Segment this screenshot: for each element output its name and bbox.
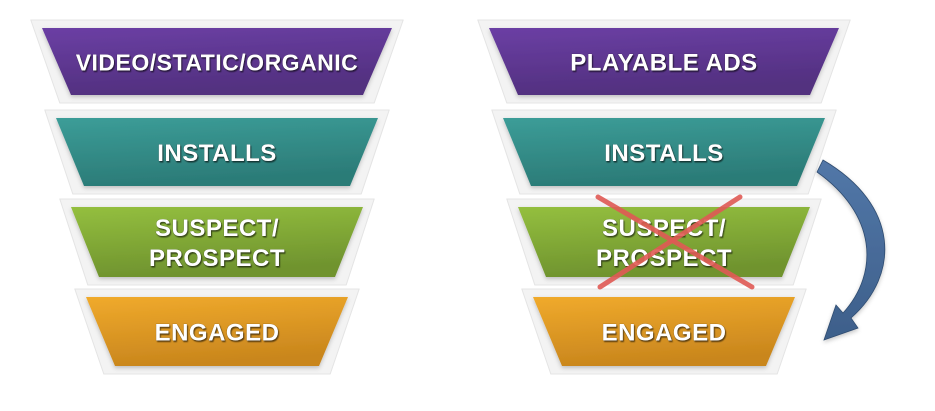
stage-label: PROSPECT	[596, 245, 732, 272]
funnel-left-stage-1: VIDEO/STATIC/ORGANIC	[42, 28, 392, 95]
funnel-right: PLAYABLE ADS INSTALLS SUSPECT/PROSPECT ENGA…	[489, 28, 839, 366]
stage-label: ENGAGED	[155, 320, 280, 347]
stage-label: INSTALLS	[604, 140, 724, 167]
funnel-left: VIDEO/STATIC/ORGANIC INSTALLS SUSPECT/PROS…	[42, 28, 392, 366]
cross-out-mark	[595, 194, 755, 290]
stage-label: PROSPECT	[149, 245, 285, 272]
funnel-left-stage-3: SUSPECT/PROSPECT	[71, 207, 363, 277]
stage-label: ENGAGED	[602, 320, 727, 347]
stage-shape	[42, 28, 392, 95]
stage-shape	[533, 297, 795, 366]
stage-shape	[489, 28, 839, 95]
cross-line-2	[597, 194, 743, 290]
stage-shape	[56, 118, 378, 186]
cross-line-1	[595, 194, 755, 290]
funnel-left-stage-4: ENGAGED	[86, 297, 348, 366]
funnel-right-stage-1: PLAYABLE ADS	[489, 28, 839, 95]
funnel-right-stage-3: SUSPECT/PROSPECT	[518, 207, 810, 277]
curved-skip-arrow-icon	[816, 159, 886, 341]
funnel-right-stage-4: ENGAGED	[533, 297, 795, 366]
funnel-right-stage-2: INSTALLS	[503, 118, 825, 186]
stage-label: INSTALLS	[157, 140, 277, 167]
stage-shape	[518, 207, 810, 277]
stage-label: VIDEO/STATIC/ORGANIC	[76, 50, 359, 76]
arrow-body	[816, 159, 886, 341]
funnel-stages: VIDEO/STATIC/ORGANIC INSTALLS SUSPECT/PROS…	[42, 28, 839, 366]
stage-label: SUSPECT/	[155, 215, 279, 242]
funnel-left-stage-2: INSTALLS	[56, 118, 378, 186]
stage-shape	[503, 118, 825, 186]
stage-shape	[71, 207, 363, 277]
stage-label: PLAYABLE ADS	[570, 50, 757, 77]
stage-shape	[86, 297, 348, 366]
funnel-overlays	[595, 159, 886, 341]
